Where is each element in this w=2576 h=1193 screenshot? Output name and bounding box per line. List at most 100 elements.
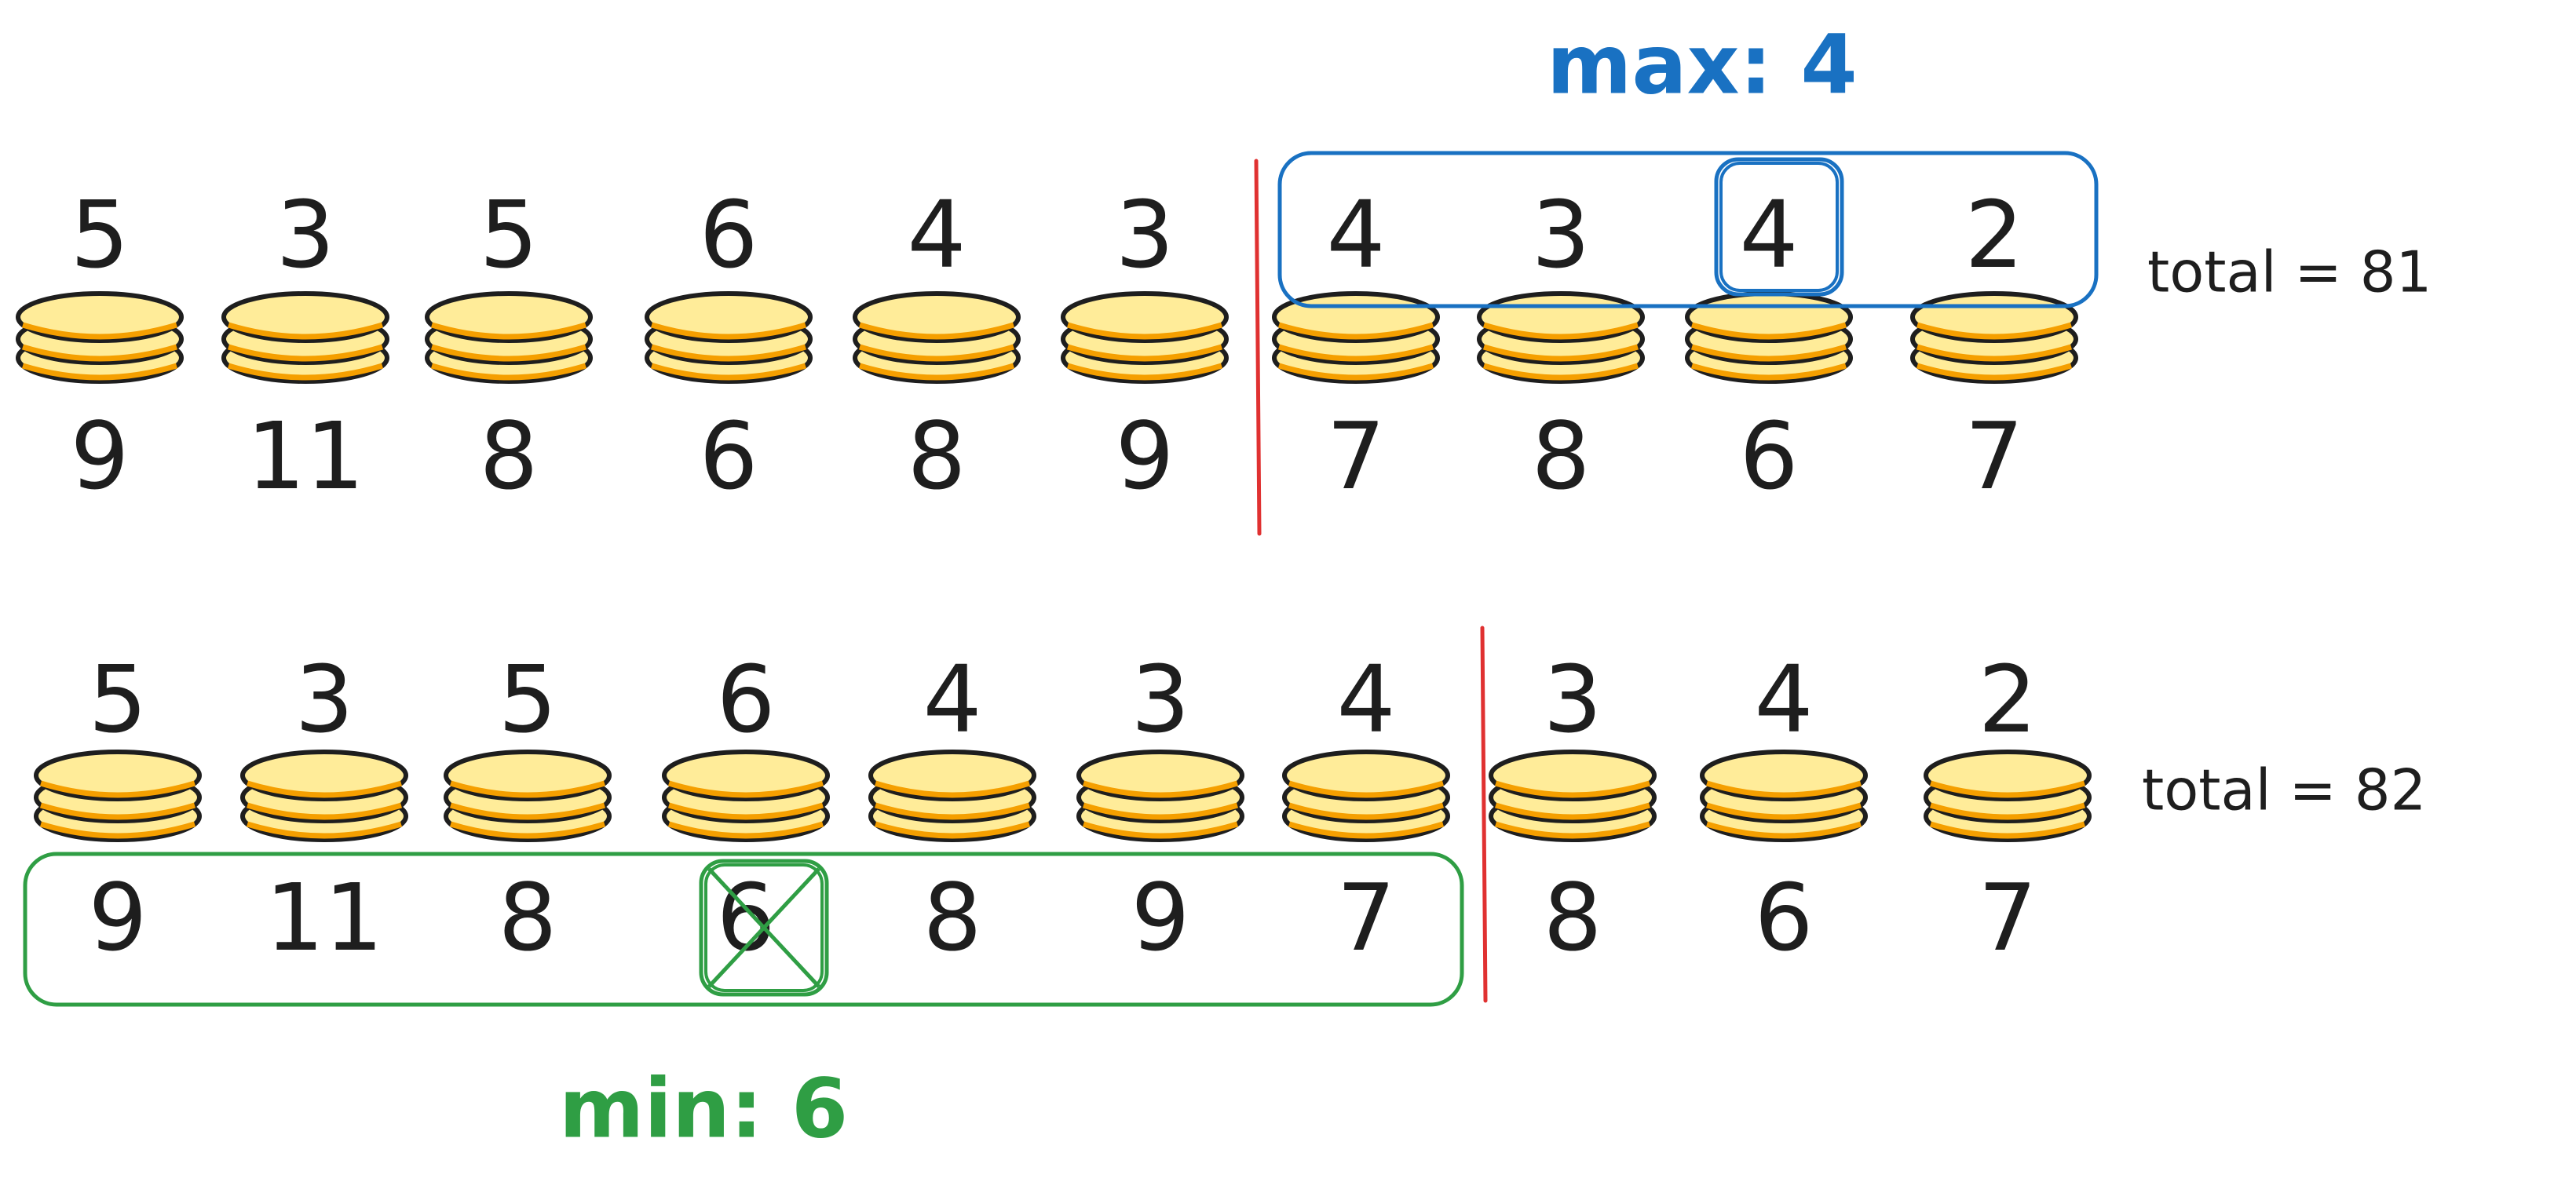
coin-top: [868, 750, 1036, 801]
coin-edge: [246, 821, 403, 839]
coin-edge: [39, 780, 196, 798]
bottom-value: 6: [1754, 863, 1813, 972]
coin-edge: [1705, 780, 1862, 798]
bottom-value: 8: [907, 402, 966, 510]
coin-edge: [227, 344, 384, 362]
coin-top: [853, 291, 1021, 343]
max-picked-box-inner: [1719, 162, 1839, 292]
coin-edge: [246, 780, 403, 798]
top-value: 5: [70, 181, 129, 289]
coin-top: [1489, 750, 1657, 801]
coin-edge: [1690, 322, 1847, 340]
coin-top: [662, 750, 830, 801]
coin-edge: [1066, 363, 1223, 381]
coin-pile: [16, 291, 184, 384]
coin-edge: [1277, 363, 1434, 381]
max-group-box: [1277, 151, 2099, 308]
top-value: 3: [294, 645, 353, 753]
top-value: 4: [1326, 181, 1385, 289]
coin-edge: [1494, 780, 1651, 798]
top-value: 2: [1978, 645, 2037, 753]
coin-pile: [425, 291, 593, 384]
coin-edge: [449, 821, 606, 839]
coin-pile: [1061, 291, 1229, 384]
bottom-value: 6: [716, 863, 775, 972]
coin-top: [221, 291, 389, 343]
coin-top: [1272, 291, 1440, 343]
coin-edge: [858, 322, 1015, 340]
coin-top: [425, 291, 593, 343]
bottom-value: 8: [1531, 402, 1590, 510]
coin-top: [1910, 291, 2078, 343]
coin-edge: [1690, 344, 1847, 362]
coin-edge: [227, 322, 384, 340]
coin-top: [1700, 750, 1868, 801]
coin-edge: [430, 363, 587, 381]
coin-edge: [1494, 821, 1651, 839]
top-value: 4: [1754, 645, 1813, 753]
total-label: total = 81: [2147, 239, 2432, 305]
top-value: 3: [1543, 645, 1602, 753]
coin-pile: [1700, 750, 1868, 842]
top-value: 5: [479, 181, 538, 289]
bottom-value: 9: [1115, 402, 1174, 510]
coin-edge: [667, 821, 824, 839]
coin-edge: [874, 821, 1031, 839]
bottom-value: 7: [1336, 863, 1395, 972]
top-value: 6: [699, 181, 758, 289]
coin-edge: [21, 363, 178, 381]
coin-edge: [1277, 344, 1434, 362]
top-value: 3: [1531, 181, 1590, 289]
coin-edge: [1916, 344, 2073, 362]
coin-edge: [1082, 802, 1239, 820]
coin-edge: [1066, 344, 1223, 362]
bottom-value: 6: [699, 402, 758, 510]
coin-edge: [667, 802, 824, 820]
coin-top: [16, 291, 184, 343]
coin-edge: [1494, 802, 1651, 820]
coin-edge: [21, 322, 178, 340]
coin-edge: [1482, 322, 1639, 340]
bottom-value: 7: [1326, 402, 1385, 510]
coin-pile: [444, 750, 612, 842]
coin-edge: [246, 802, 403, 820]
top-value: 6: [716, 645, 775, 753]
top-value: 4: [1739, 181, 1798, 289]
bottom-value: 9: [1131, 863, 1189, 972]
coin-top: [1061, 291, 1229, 343]
bottom-value: 6: [1739, 402, 1798, 510]
coin-top: [1924, 750, 2092, 801]
min-picked-box-inner: [704, 863, 824, 992]
top-value: 5: [498, 645, 557, 753]
coin-pile: [1924, 750, 2092, 842]
coin-edge: [667, 780, 824, 798]
coin-edge: [1482, 344, 1639, 362]
coin-top: [34, 750, 202, 801]
top-value: 2: [1964, 181, 2023, 289]
min-picked-box: [699, 859, 829, 997]
coin-edge: [430, 322, 587, 340]
coin-edge: [1929, 802, 2086, 820]
top-value: 4: [1336, 645, 1395, 753]
coin-pile: [1910, 291, 2078, 384]
coin-top: [1477, 291, 1645, 343]
top-value: 3: [1115, 181, 1174, 289]
min-label: min: 6: [559, 1060, 848, 1156]
coin-edge: [1277, 322, 1434, 340]
split-divider: [1480, 626, 1488, 1003]
coin-edge: [650, 322, 807, 340]
cross-line: [707, 867, 820, 988]
coin-edge: [449, 780, 606, 798]
coin-pile: [853, 291, 1021, 384]
bottom-value: 9: [70, 402, 129, 510]
coin-pile: [240, 750, 408, 842]
bottom-value: 9: [88, 863, 147, 972]
coin-pile: [868, 750, 1036, 842]
coin-edge: [1929, 780, 2086, 798]
top-value: 5: [88, 645, 147, 753]
coin-edge: [1929, 821, 2086, 839]
top-value: 4: [907, 181, 966, 289]
bottom-value: 7: [1978, 863, 2037, 972]
max-label: max: 4: [1547, 16, 1858, 112]
bottom-value: 8: [479, 402, 538, 510]
